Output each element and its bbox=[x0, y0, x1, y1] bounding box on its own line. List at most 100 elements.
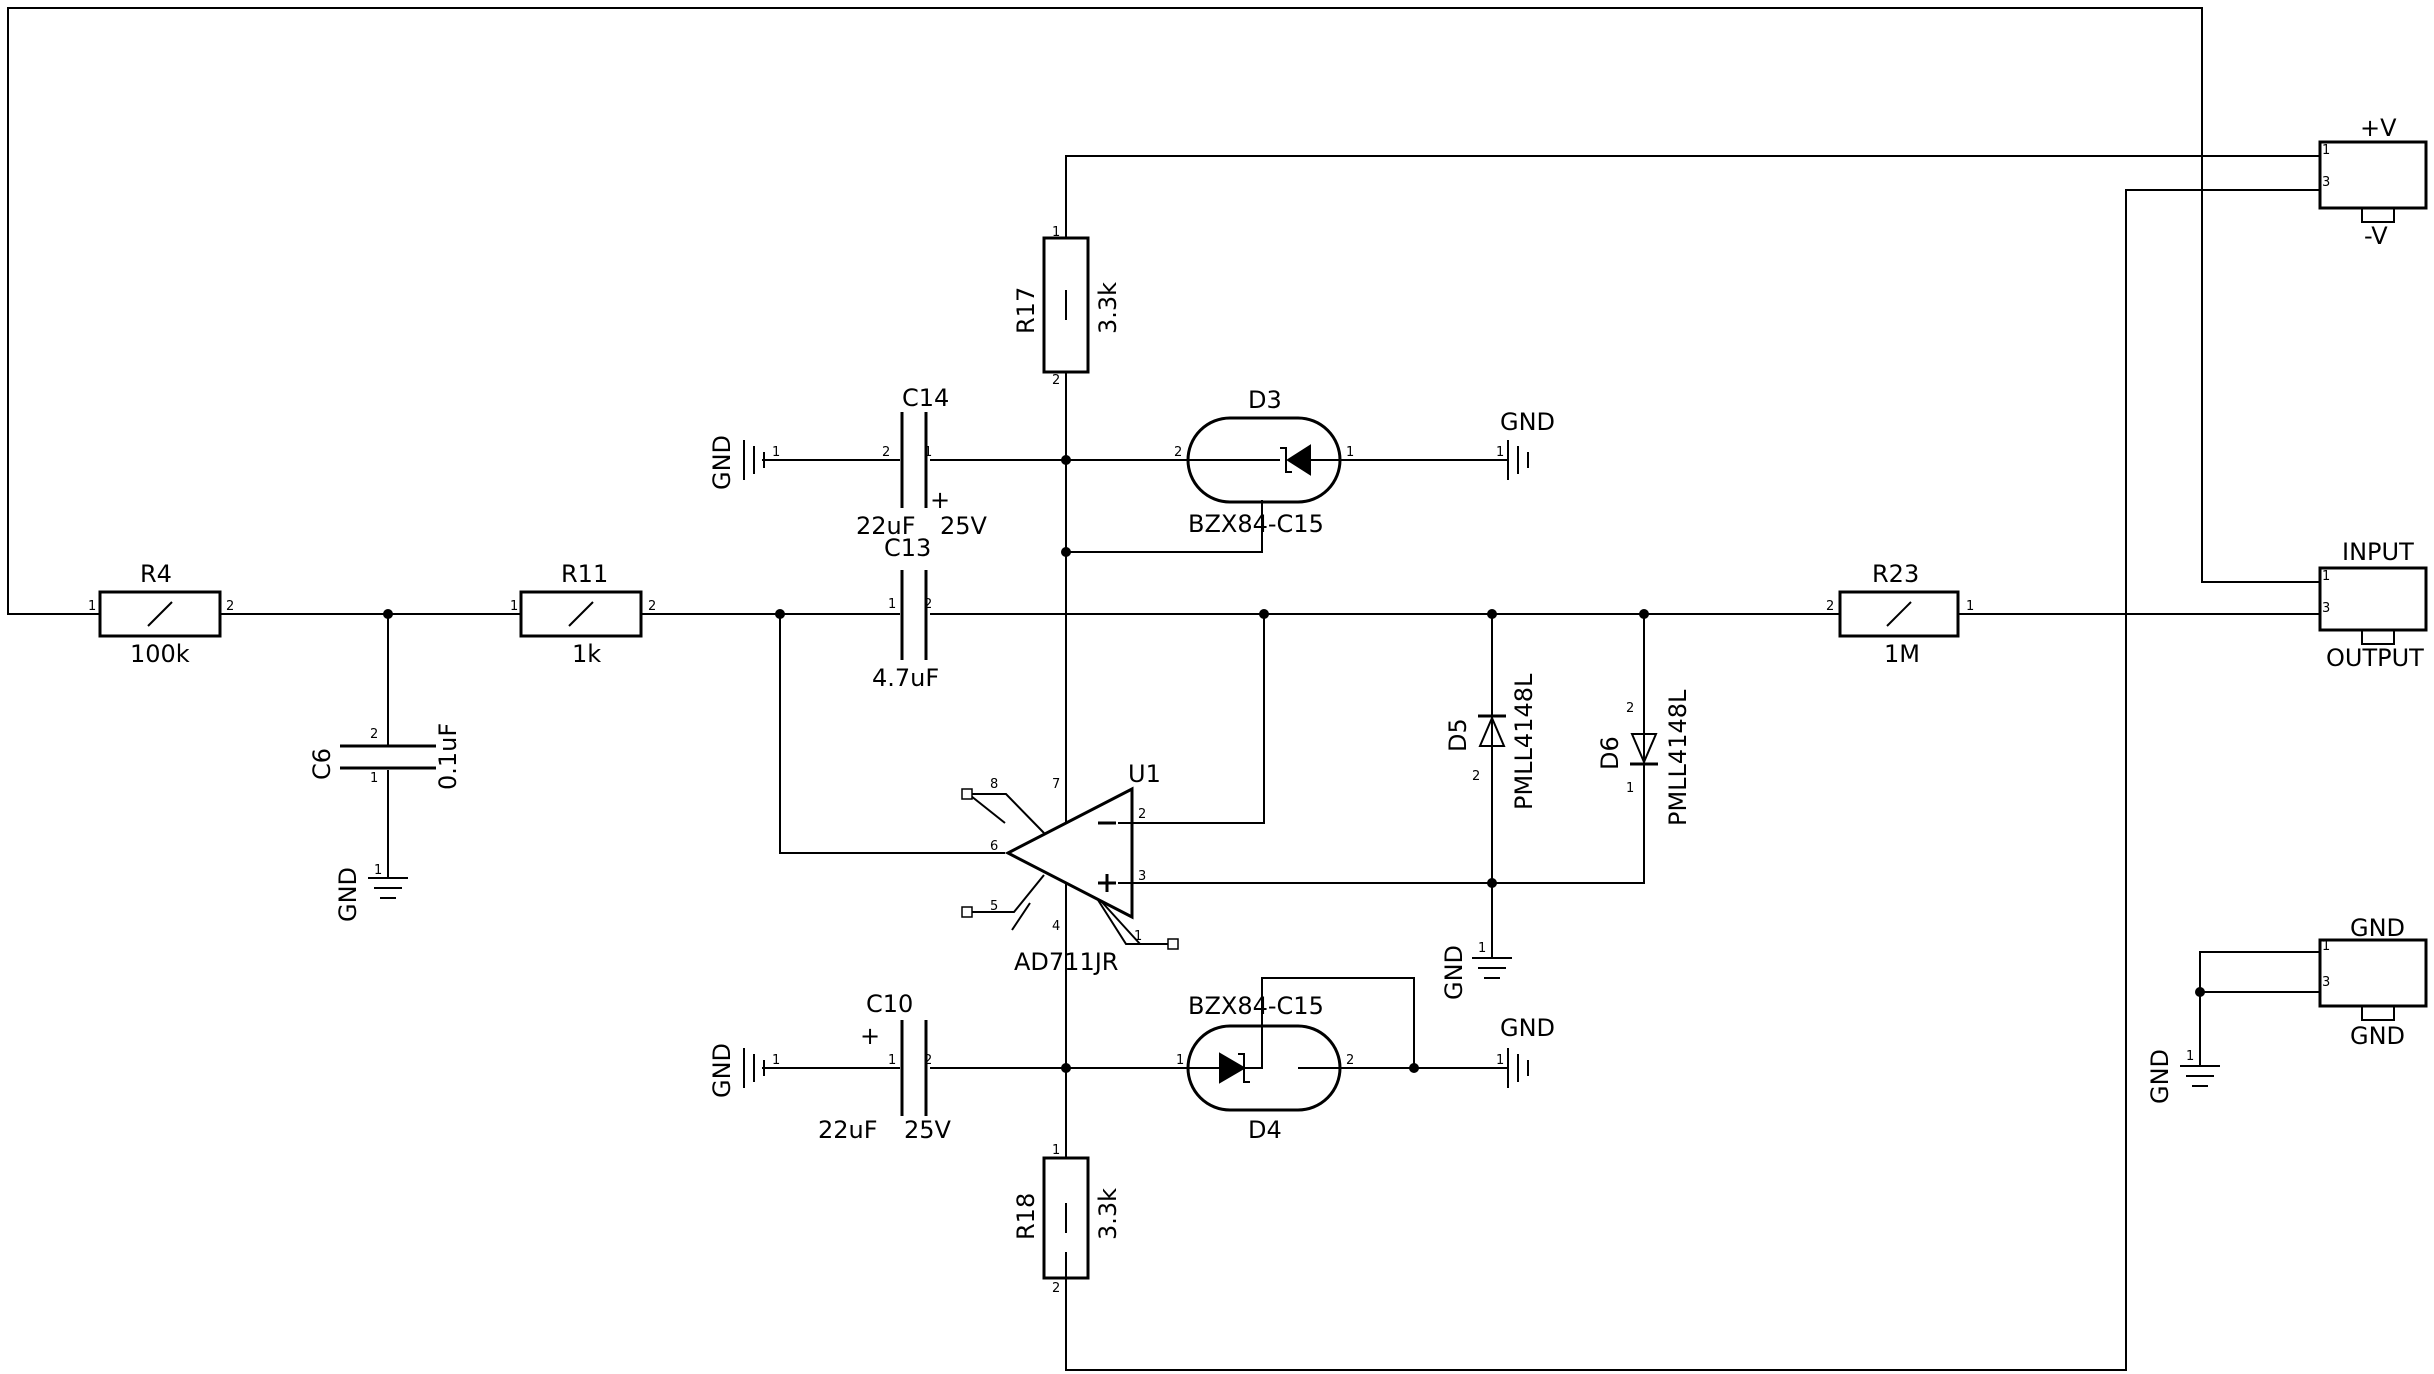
opamp-u1: U1 AD711JR 8 7 2 6 3 5 4 1 bbox=[961, 760, 1492, 976]
resistor-r17: R17 3.3k 1 2 bbox=[1012, 225, 1122, 388]
io-bottom-label: OUTPUT bbox=[2326, 644, 2424, 672]
gnd-label-c6: GND bbox=[334, 867, 362, 922]
d4-ref: D4 bbox=[1248, 1116, 1282, 1144]
d6-value: PMLL4148L bbox=[1664, 689, 1692, 826]
gnd-label-connector: GND bbox=[2146, 1049, 2174, 1104]
d6-pin1: 1 bbox=[1626, 781, 1634, 796]
connector-ground: GND GND 1 3 bbox=[2318, 914, 2428, 1050]
power-top-label: +V bbox=[2360, 114, 2397, 142]
r23-pin2: 2 bbox=[1826, 599, 1834, 614]
r17-value: 3.3k bbox=[1094, 282, 1122, 334]
u1-pin7: 7 bbox=[1052, 777, 1060, 792]
gnd-label-c10: GND bbox=[708, 1043, 736, 1098]
io-pin3: 3 bbox=[2322, 601, 2330, 616]
u1-pin6: 6 bbox=[990, 839, 998, 854]
u1-value: AD711JR bbox=[1014, 948, 1118, 976]
gnd-c10-pin1: 1 bbox=[772, 1053, 780, 1068]
gnd-label-d5: GND bbox=[1440, 945, 1468, 1000]
r17-pin1: 1 bbox=[1052, 225, 1060, 240]
r18-ref: R18 bbox=[1012, 1193, 1040, 1240]
c14-voltage: 25V bbox=[940, 512, 988, 540]
r17-ref: R17 bbox=[1012, 287, 1040, 334]
ground-d4: GND 1 bbox=[1496, 1014, 1555, 1088]
c10-ref: C10 bbox=[866, 990, 913, 1018]
r23-ref: R23 bbox=[1872, 560, 1919, 588]
capacitor-c14: C14 + 22uF 25V 2 1 bbox=[856, 384, 988, 540]
c10-voltage: 25V bbox=[904, 1116, 952, 1144]
gnd-label-c14: GND bbox=[708, 435, 736, 490]
c14-value: 22uF bbox=[856, 512, 916, 540]
c13-pin1: 1 bbox=[888, 597, 896, 612]
r11-pin1: 1 bbox=[510, 599, 518, 614]
capacitor-c13: C13 4.7uF 1 2 bbox=[872, 534, 939, 692]
ground-conn-bottom-label: GND bbox=[2350, 1022, 2405, 1050]
resistor-r18: R18 3.3k 1 2 bbox=[1012, 1143, 1122, 1296]
u1-pin1: 1 bbox=[1134, 929, 1142, 944]
d3-ref: D3 bbox=[1248, 386, 1282, 414]
r17-pin2: 2 bbox=[1052, 373, 1060, 388]
diode-d5: D5 PMLL4148L 2 bbox=[1444, 673, 1538, 810]
c6-pin1: 1 bbox=[370, 771, 378, 786]
connector-power: +V -V 1 3 bbox=[2318, 114, 2428, 250]
zener-d4: BZX84-C15 D4 1 2 bbox=[1176, 992, 1354, 1144]
r11-ref: R11 bbox=[561, 560, 608, 588]
c10-pin2: 2 bbox=[924, 1053, 932, 1068]
c13-value: 4.7uF bbox=[872, 664, 939, 692]
d6-ref: D6 bbox=[1596, 736, 1624, 770]
c6-pin2: 2 bbox=[370, 727, 378, 742]
c14-plus: + bbox=[930, 486, 950, 514]
r4-pin1: 1 bbox=[88, 599, 96, 614]
ground-d3: GND 1 bbox=[1496, 408, 1555, 480]
gnd-d4-pin1: 1 bbox=[1496, 1053, 1504, 1068]
junction-dots bbox=[383, 455, 2205, 1073]
r18-value: 3.3k bbox=[1094, 1188, 1122, 1240]
d4-value: BZX84-C15 bbox=[1188, 992, 1324, 1020]
r4-value: 100k bbox=[130, 640, 190, 668]
c13-pin2: 2 bbox=[924, 597, 932, 612]
ground-d5: GND 1 bbox=[1440, 941, 1512, 1000]
gnd-d3-pin1: 1 bbox=[1496, 445, 1504, 460]
power-bottom-label: -V bbox=[2364, 222, 2388, 250]
ground-conn-top-label: GND bbox=[2350, 914, 2405, 942]
connector-io: INPUT OUTPUT 1 3 bbox=[2318, 538, 2428, 672]
r11-value: 1k bbox=[572, 640, 601, 668]
d4-pin2: 2 bbox=[1346, 1053, 1354, 1068]
d5-ref: D5 bbox=[1444, 718, 1472, 752]
ground-c14: GND 1 bbox=[708, 435, 780, 490]
d3-value: BZX84-C15 bbox=[1188, 510, 1324, 538]
u1-pin5: 5 bbox=[990, 899, 998, 914]
d6-pin2: 2 bbox=[1626, 701, 1634, 716]
power-pin1: 1 bbox=[2322, 143, 2330, 158]
gnd-connector-pin1: 1 bbox=[2186, 1049, 2194, 1064]
ground-c10: GND 1 bbox=[708, 1043, 780, 1098]
r23-pin1: 1 bbox=[1966, 599, 1974, 614]
ground-c6: GND 1 bbox=[334, 863, 408, 922]
c10-plus: + bbox=[860, 1022, 880, 1050]
wires bbox=[7, 7, 2320, 1371]
ground-connector: GND 1 bbox=[2146, 1049, 2220, 1104]
io-top-label: INPUT bbox=[2342, 538, 2414, 566]
gnd-c6-pin1: 1 bbox=[374, 863, 382, 878]
u1-pin4: 4 bbox=[1052, 919, 1060, 934]
ground-conn-pin1: 1 bbox=[2322, 939, 2330, 954]
d3-pin1: 1 bbox=[1346, 445, 1354, 460]
d4-pin1: 1 bbox=[1176, 1053, 1184, 1068]
c10-pin1: 1 bbox=[888, 1053, 896, 1068]
c6-ref: C6 bbox=[308, 748, 336, 780]
diode-d6: D6 PMLL4148L 2 1 bbox=[1596, 689, 1692, 883]
u1-pin2: 2 bbox=[1138, 807, 1146, 822]
io-pin1: 1 bbox=[2322, 569, 2330, 584]
r18-pin1: 1 bbox=[1052, 1143, 1060, 1158]
c14-pin1: 1 bbox=[924, 445, 932, 460]
d3-pin2: 2 bbox=[1174, 445, 1182, 460]
power-pin3: 3 bbox=[2322, 175, 2330, 190]
gnd-label-d3: GND bbox=[1500, 408, 1555, 436]
r11-pin2: 2 bbox=[648, 599, 656, 614]
d5-value: PMLL4148L bbox=[1510, 673, 1538, 810]
gnd-label-d4: GND bbox=[1500, 1014, 1555, 1042]
u1-pin3: 3 bbox=[1138, 869, 1146, 884]
c13-ref: C13 bbox=[884, 534, 931, 562]
c14-ref: C14 bbox=[902, 384, 949, 412]
capacitor-c10: C10 + 22uF 25V 1 2 bbox=[818, 990, 952, 1144]
